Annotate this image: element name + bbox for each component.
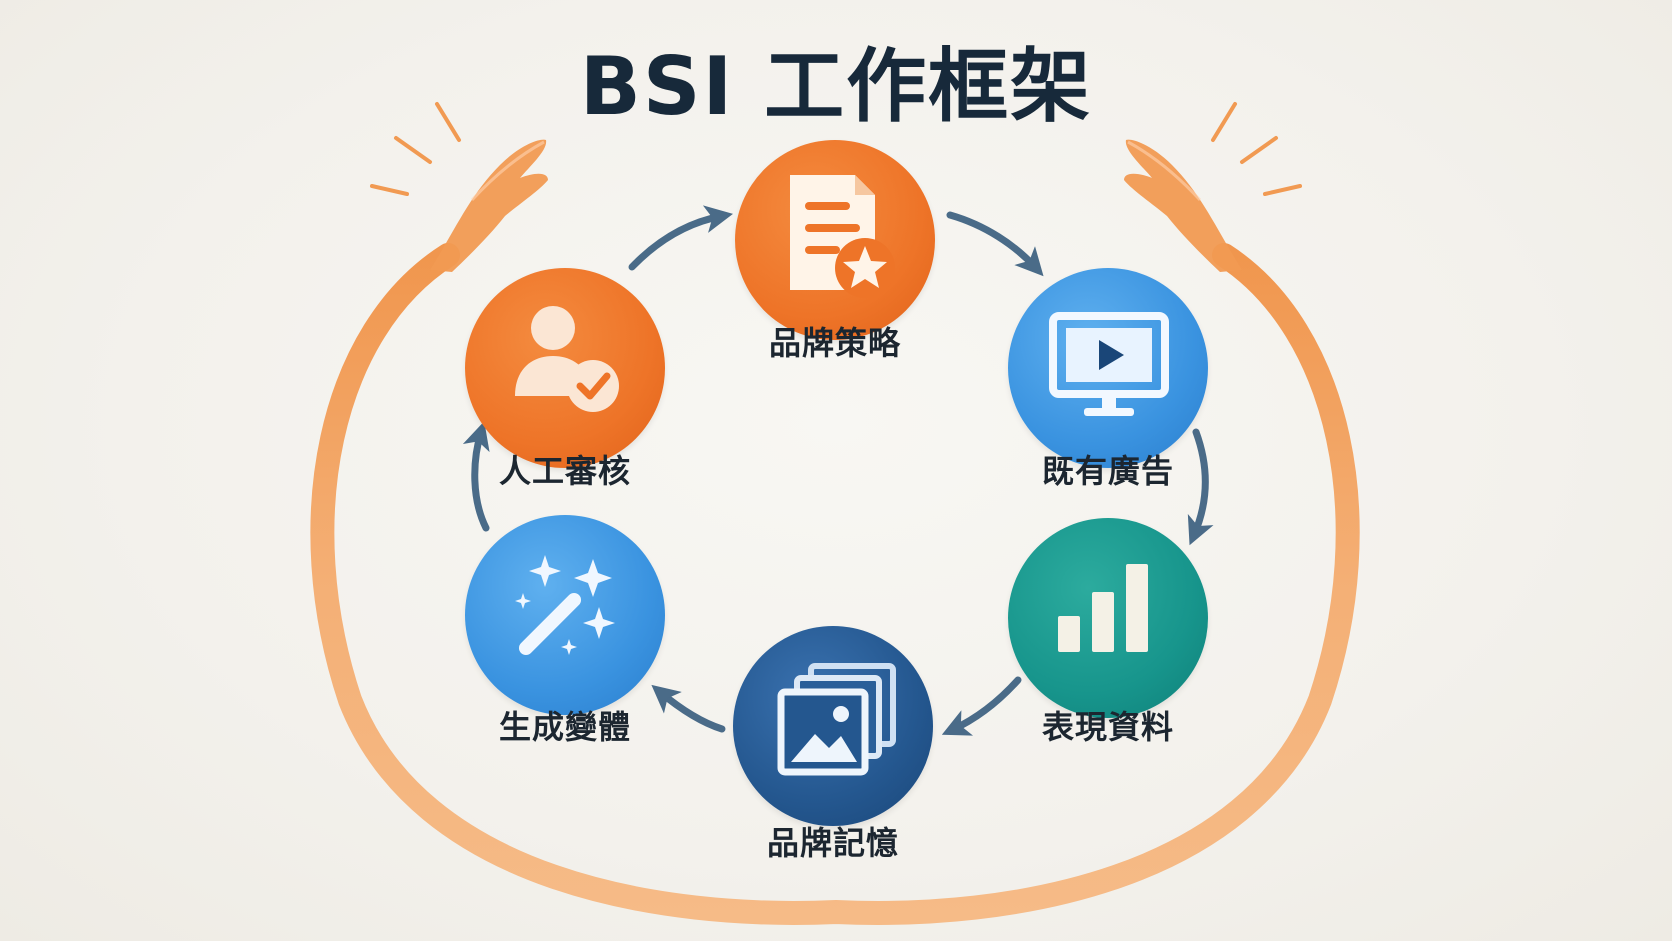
left-hand-icon: [430, 139, 548, 272]
magic-wand-icon: [515, 555, 615, 656]
arrow-review-to-strategy: [628, 205, 734, 271]
embrace-loop: [310, 243, 1360, 925]
label-performance-data: 表現資料: [1041, 708, 1174, 746]
node-brand-memory: [733, 626, 933, 826]
node-performance-data: [1008, 518, 1208, 718]
arrow-data-to-memory: [941, 676, 1022, 736]
monitor-play-icon: [1049, 312, 1169, 416]
node-generate-variants: [465, 515, 665, 715]
left-sparkle-lines: [370, 102, 461, 196]
arrow-memory-to-variants: [651, 684, 726, 733]
arrow-ads-to-data: [1187, 428, 1214, 546]
label-brand-strategy: 品牌策略: [768, 324, 901, 362]
arrow-strategy-to-ads: [946, 211, 1044, 277]
arrow-variants-to-review: [462, 421, 490, 532]
image-stack-icon: [777, 663, 896, 776]
right-sparkle-lines: [1211, 102, 1302, 196]
node-existing-ads: [1008, 268, 1208, 468]
label-human-review: 人工審核: [498, 452, 631, 490]
page-title: BSI 工作框架: [579, 40, 1093, 133]
document-star-icon: [790, 175, 895, 298]
label-generate-variants: 生成變體: [498, 708, 631, 746]
user-check-icon: [515, 306, 619, 412]
label-existing-ads: 既有廣告: [1041, 452, 1174, 490]
node-brand-strategy: [735, 140, 935, 340]
right-hand-icon: [1124, 139, 1242, 272]
node-human-review: [465, 268, 665, 468]
label-brand-memory: 品牌記憶: [766, 824, 899, 862]
bar-chart-icon: [1058, 564, 1148, 652]
